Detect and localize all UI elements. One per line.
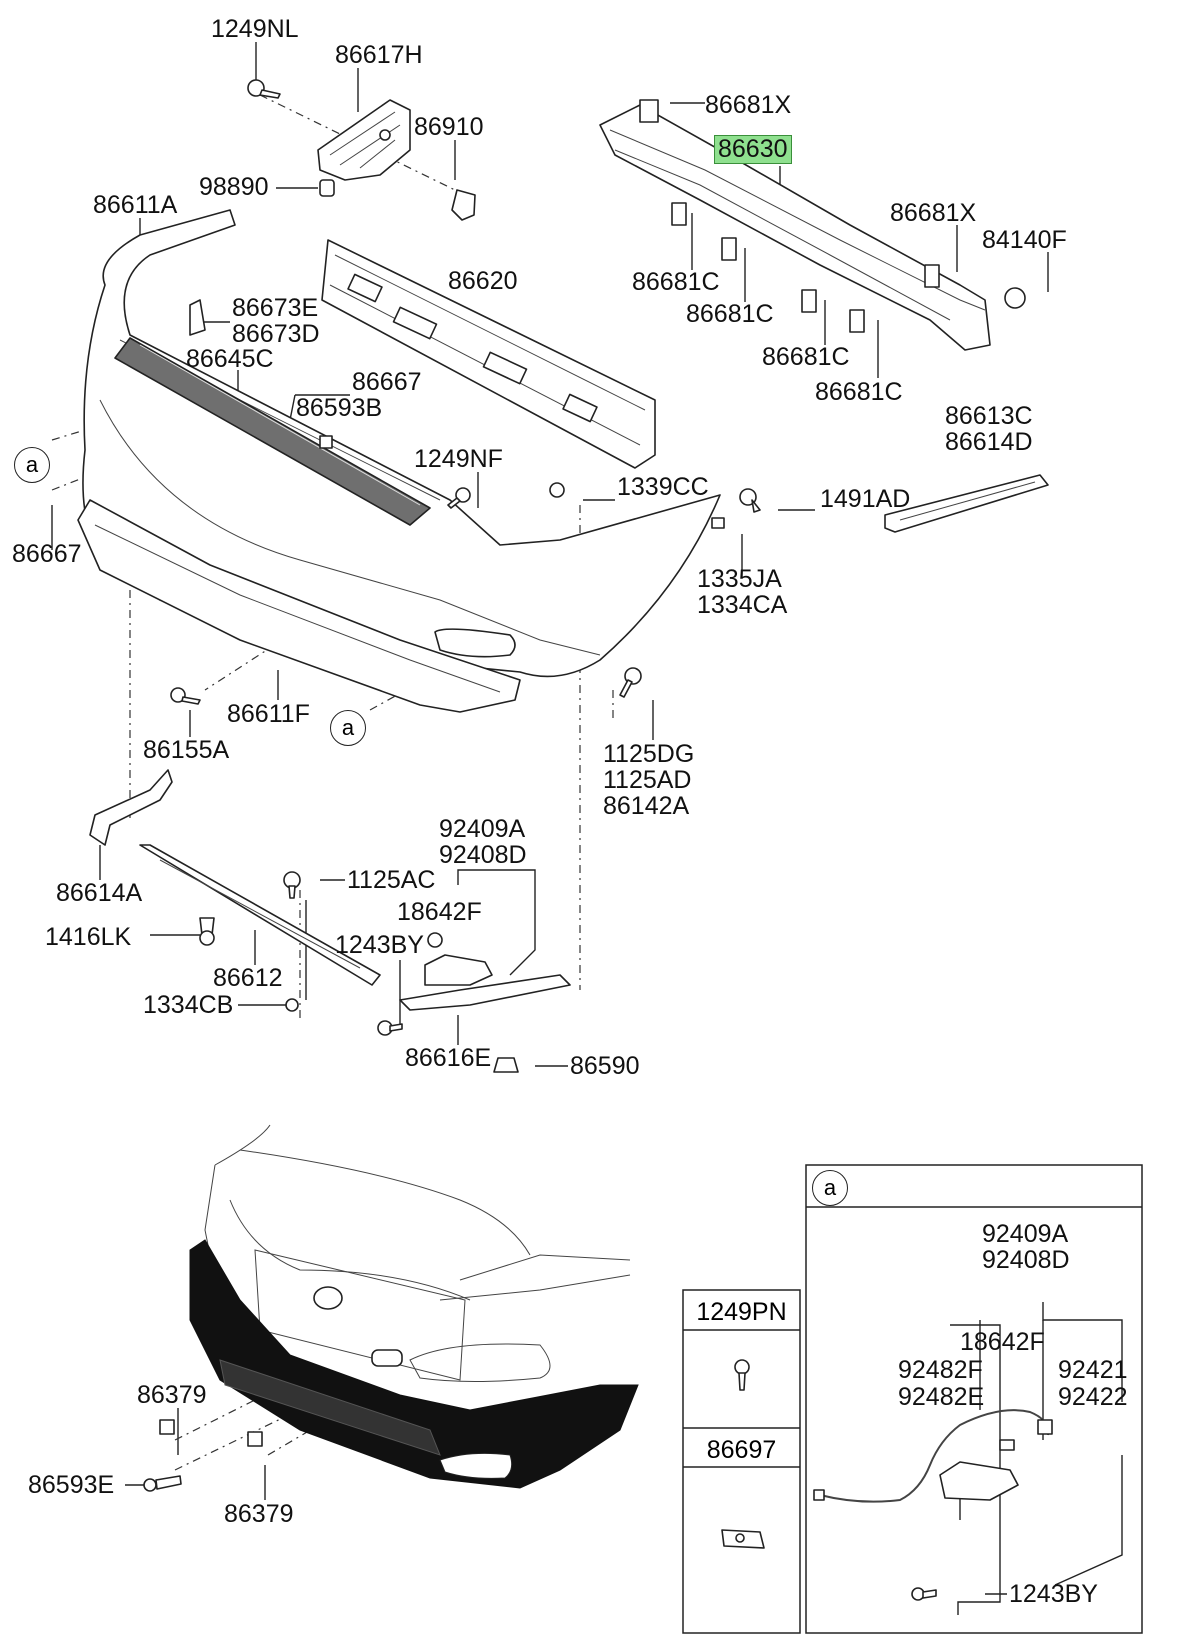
bracket-86617h — [317, 99, 411, 181]
bracket-86613c — [884, 474, 1049, 533]
box-label-86697: 86697 — [706, 1436, 777, 1464]
callout-86614a: 86614A — [56, 879, 143, 907]
screw-1243by — [377, 1020, 403, 1036]
callout-86681x-right: 86681X — [890, 199, 977, 227]
callout-86667-top: 86667 — [352, 368, 422, 396]
callout-86617h: 86617H — [335, 41, 423, 69]
callout-86612: 86612 — [213, 964, 283, 992]
detail-callout-92422: 92422 — [1058, 1383, 1128, 1411]
detail-callout-92408d: 92408D — [982, 1246, 1070, 1274]
lamp-92409a — [424, 954, 493, 986]
callout-86681c-4: 86681C — [815, 378, 903, 406]
bumper-cover-86611a — [82, 209, 721, 678]
callout-86593b: 86593B — [296, 394, 383, 422]
callout-86593e: 86593E — [28, 1471, 115, 1499]
callout-86910: 86910 — [414, 113, 484, 141]
callout-1249nl: 1249NL — [211, 15, 299, 43]
screw-1125ac — [283, 871, 301, 899]
clip-86590 — [493, 1057, 519, 1073]
callout-86673e: 86673E — [232, 294, 319, 322]
callout-86681c-2: 86681C — [686, 300, 774, 328]
detail-a-marker: a — [812, 1170, 848, 1206]
screw-1416lk — [199, 917, 215, 946]
callout-18642f: 18642F — [397, 898, 482, 926]
detail-callout-92482f: 92482F — [898, 1356, 983, 1384]
small-boxes-frame — [682, 1289, 801, 1634]
nut-1339cc — [549, 482, 565, 498]
callout-86590: 86590 — [570, 1052, 640, 1080]
callout-1125dg: 1125DG — [603, 740, 695, 768]
nut-98890 — [319, 179, 335, 197]
socket-18642f — [427, 932, 443, 948]
callout-86142a: 86142A — [603, 792, 690, 820]
callout-1416lk: 1416LK — [45, 923, 132, 951]
callout-86673d: 86673D — [232, 320, 320, 348]
bracket-86614a — [89, 769, 173, 846]
callout-86611f: 86611F — [227, 700, 310, 728]
detail-a-frame — [805, 1164, 1143, 1634]
step-pad-86645c — [114, 337, 431, 526]
energy-absorber-86620 — [321, 239, 656, 469]
trim-86616e — [399, 974, 571, 1011]
detail-callout-92421: 92421 — [1058, 1356, 1128, 1384]
callout-1339cc: 1339CC — [617, 473, 709, 501]
screw-icon — [734, 1359, 750, 1391]
bracket-icon — [721, 1529, 765, 1549]
ref-marker-a-lower: a — [330, 710, 366, 746]
clip-86673e — [189, 299, 206, 336]
callout-86379-top: 86379 — [137, 1381, 207, 1409]
callout-86681c-3: 86681C — [762, 343, 850, 371]
callout-84140f: 84140F — [982, 226, 1067, 254]
callout-86613c: 86613C — [945, 402, 1033, 430]
callout-1491ad: 1491AD — [820, 485, 911, 513]
callout-1249nf: 1249NF — [414, 445, 503, 473]
clip-1335ja — [711, 517, 725, 529]
callout-86614d: 86614D — [945, 428, 1033, 456]
callout-1125ad: 1125AD — [603, 766, 692, 794]
callout-86681c-1: 86681C — [632, 268, 720, 296]
callout-86667-left: 86667 — [12, 540, 82, 568]
callout-86645c: 86645C — [186, 345, 274, 373]
bolt-1125dg — [619, 667, 642, 698]
detail-callout-18642f: 18642F — [960, 1328, 1045, 1356]
clip-86593b — [319, 435, 333, 449]
callout-86620: 86620 — [448, 267, 518, 295]
callout-86155a: 86155A — [143, 736, 230, 764]
callout-86616e: 86616E — [405, 1044, 492, 1072]
fastener-86155a — [170, 687, 201, 705]
callout-86681x-top: 86681X — [705, 91, 792, 119]
bumper-beam-86630 — [599, 99, 991, 351]
clip-86910 — [451, 189, 476, 221]
detail-callout-1243by: 1243BY — [1009, 1580, 1098, 1608]
ref-marker-a-left: a — [14, 447, 50, 483]
callout-98890: 98890 — [199, 173, 269, 201]
callout-86379-bottom: 86379 — [224, 1500, 294, 1528]
screw-1249nl — [247, 79, 281, 99]
cap-84140f — [1004, 287, 1026, 309]
nut-1334cb — [285, 998, 299, 1012]
leader-lines — [51, 42, 1123, 1615]
callout-92408d: 92408D — [439, 841, 527, 869]
callout-1125ac: 1125AC — [347, 866, 436, 894]
lower-skirt-86611f — [77, 499, 521, 713]
callout-1334ca: 1334CA — [697, 591, 788, 619]
rail-86612 — [139, 844, 381, 986]
detail-a-harness — [813, 1409, 1053, 1601]
bolt-1249nf — [447, 487, 471, 509]
callout-1335ja: 1335JA — [697, 565, 782, 593]
clip-1491ad — [739, 488, 761, 513]
callout-92409a: 92409A — [439, 815, 526, 843]
callout-86630: 86630 — [714, 135, 792, 164]
detail-callout-92409a: 92409A — [982, 1220, 1069, 1248]
callout-1243by: 1243BY — [335, 931, 424, 959]
box-label-1249pn: 1249PN — [696, 1298, 787, 1326]
vehicle-rear-illustration — [143, 1124, 639, 1492]
callout-86611a: 86611A — [93, 191, 178, 219]
detail-callout-92482e: 92482E — [898, 1383, 985, 1411]
callout-1334cb: 1334CB — [143, 991, 234, 1019]
